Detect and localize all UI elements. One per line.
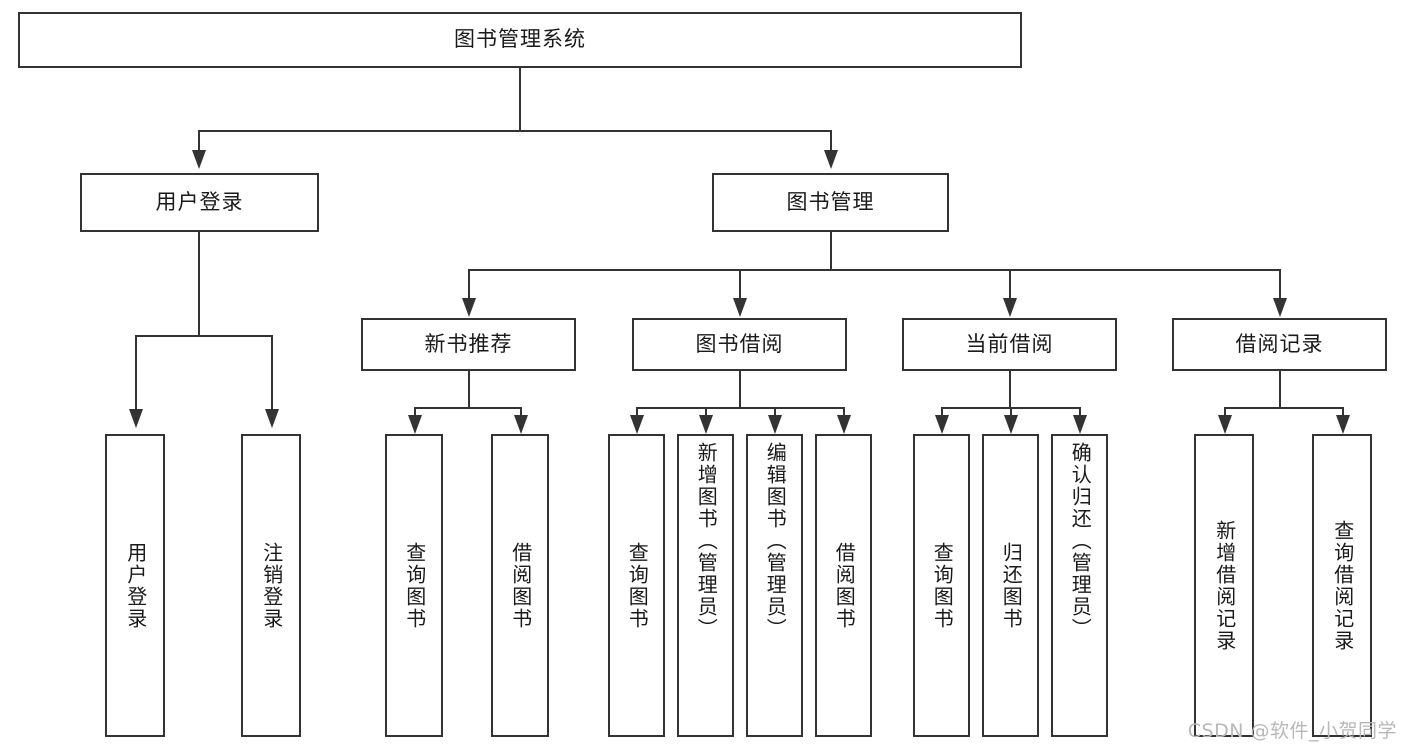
connector-nbr-bus <box>414 407 522 409</box>
node-root-book-management-system[interactable]: 图书管理系统 <box>18 12 1022 68</box>
arrow-bm-to-book-borrow <box>733 298 747 317</box>
arrow-br-to-leaf-1 <box>1218 415 1232 434</box>
arrow-cb-to-leaf-2 <box>1004 415 1018 434</box>
node-label: 用户登录 <box>155 189 244 214</box>
connector-cb-to-leaf-2 <box>1010 407 1012 417</box>
connector-root-to-book-management <box>830 130 832 152</box>
connector-bb-stem <box>739 371 741 409</box>
arrow-bm-to-new-book <box>462 298 476 317</box>
node-new-book-recommend[interactable]: 新书推荐 <box>361 318 576 371</box>
arrow-bb-to-leaf-2 <box>699 415 713 434</box>
arrow-root-to-user-login <box>192 150 206 169</box>
node-book-borrow[interactable]: 图书借阅 <box>632 318 847 371</box>
leaf-borrow-record-query-record[interactable]: 查询借阅记录 <box>1312 434 1372 737</box>
node-label: 注销登录 <box>259 541 284 630</box>
connector-root-stem <box>519 68 521 131</box>
node-label: 查询借阅记录 <box>1330 519 1355 652</box>
node-label: 新增借阅记录 <box>1212 519 1237 652</box>
node-label: 当前借阅 <box>965 331 1054 356</box>
connector-nbr-to-leaf-2 <box>520 407 522 417</box>
leaf-user-login-logout[interactable]: 注销登录 <box>241 434 301 737</box>
leaf-current-borrow-query-book[interactable]: 查询图书 <box>913 434 970 737</box>
connector-bb-to-leaf-2 <box>705 407 707 417</box>
node-label: 借阅图书 <box>508 541 533 630</box>
arrow-user-login-to-leaf-2 <box>265 409 279 428</box>
node-label: 编辑图书（管理员） <box>763 442 788 640</box>
node-label: 新书推荐 <box>424 331 513 356</box>
arrow-root-to-book-management <box>824 150 838 169</box>
arrow-nbr-to-leaf-1 <box>408 415 422 434</box>
connector-user-login-to-leaf-1 <box>135 335 137 411</box>
node-label: 图书管理系统 <box>454 27 586 52</box>
node-label: 查询图书 <box>402 541 427 630</box>
connector-root-to-user-login <box>198 130 200 152</box>
arrow-nbr-to-leaf-2 <box>514 415 528 434</box>
csdn-watermark: CSDN @软件_小贺同学 <box>1187 720 1397 742</box>
connector-user-login-bus <box>135 335 272 337</box>
leaf-user-login-login[interactable]: 用户登录 <box>105 434 165 737</box>
node-label: 图书管理 <box>786 189 875 214</box>
node-label: 图书借阅 <box>695 331 784 356</box>
node-label: 新增图书（管理员） <box>694 442 719 640</box>
connector-book-management-bus <box>468 269 1279 271</box>
node-label: 归还图书 <box>999 541 1024 630</box>
leaf-book-borrow-edit-book-admin[interactable]: 编辑图书（管理员） <box>746 434 803 737</box>
arrow-br-to-leaf-2 <box>1336 415 1350 434</box>
connector-user-login-to-leaf-2 <box>271 335 273 411</box>
connector-nbr-to-leaf-1 <box>414 407 416 417</box>
leaf-borrow-record-add-record[interactable]: 新增借阅记录 <box>1194 434 1254 737</box>
node-label: 确认归还（管理员） <box>1068 442 1093 640</box>
node-label: 查询图书 <box>625 541 650 630</box>
connector-root-bus <box>198 130 832 132</box>
connector-bb-to-leaf-3 <box>774 407 776 417</box>
node-label: 借阅图书 <box>832 541 857 630</box>
connector-bb-to-leaf-4 <box>843 407 845 417</box>
arrow-bm-to-borrow-record <box>1273 298 1287 317</box>
node-current-borrow[interactable]: 当前借阅 <box>902 318 1117 371</box>
arrow-bb-to-leaf-1 <box>630 415 644 434</box>
arrow-cb-to-leaf-3 <box>1073 415 1087 434</box>
connector-br-to-leaf-1 <box>1224 407 1226 417</box>
leaf-book-borrow-borrow-book[interactable]: 借阅图书 <box>815 434 872 737</box>
arrow-user-login-to-leaf-1 <box>129 409 143 428</box>
connector-bm-to-current-borrow <box>1009 269 1011 300</box>
connector-bm-to-book-borrow <box>739 269 741 300</box>
connector-nbr-stem <box>468 371 470 409</box>
connector-br-bus <box>1224 407 1344 409</box>
node-label: 用户登录 <box>123 541 148 630</box>
connector-br-stem <box>1279 371 1281 409</box>
connector-bm-to-new-book <box>468 269 470 300</box>
arrow-bb-to-leaf-3 <box>768 415 782 434</box>
connector-book-management-stem <box>830 232 832 271</box>
connector-br-to-leaf-2 <box>1342 407 1344 417</box>
connector-cb-to-leaf-3 <box>1079 407 1081 417</box>
arrow-cb-to-leaf-1 <box>935 415 949 434</box>
node-label: 借阅记录 <box>1235 331 1324 356</box>
connector-cb-to-leaf-1 <box>941 407 943 417</box>
leaf-book-borrow-query-book[interactable]: 查询图书 <box>608 434 665 737</box>
connector-bb-to-leaf-1 <box>636 407 638 417</box>
node-label: 查询图书 <box>930 541 955 630</box>
arrow-bm-to-current-borrow <box>1003 298 1017 317</box>
leaf-current-borrow-confirm-return-admin[interactable]: 确认归还（管理员） <box>1051 434 1108 737</box>
connector-cb-stem <box>1009 371 1011 409</box>
connector-bb-bus <box>636 407 845 409</box>
leaf-new-book-borrow-book[interactable]: 借阅图书 <box>491 434 549 737</box>
node-book-management[interactable]: 图书管理 <box>712 173 949 232</box>
arrow-bb-to-leaf-4 <box>837 415 851 434</box>
connector-bm-to-borrow-record <box>1279 269 1281 300</box>
leaf-new-book-query-book[interactable]: 查询图书 <box>385 434 443 737</box>
node-user-login[interactable]: 用户登录 <box>80 173 319 232</box>
leaf-book-borrow-add-book-admin[interactable]: 新增图书（管理员） <box>677 434 734 737</box>
leaf-current-borrow-return-book[interactable]: 归还图书 <box>982 434 1039 737</box>
node-borrow-record[interactable]: 借阅记录 <box>1172 318 1387 371</box>
connector-user-login-stem <box>198 232 200 336</box>
